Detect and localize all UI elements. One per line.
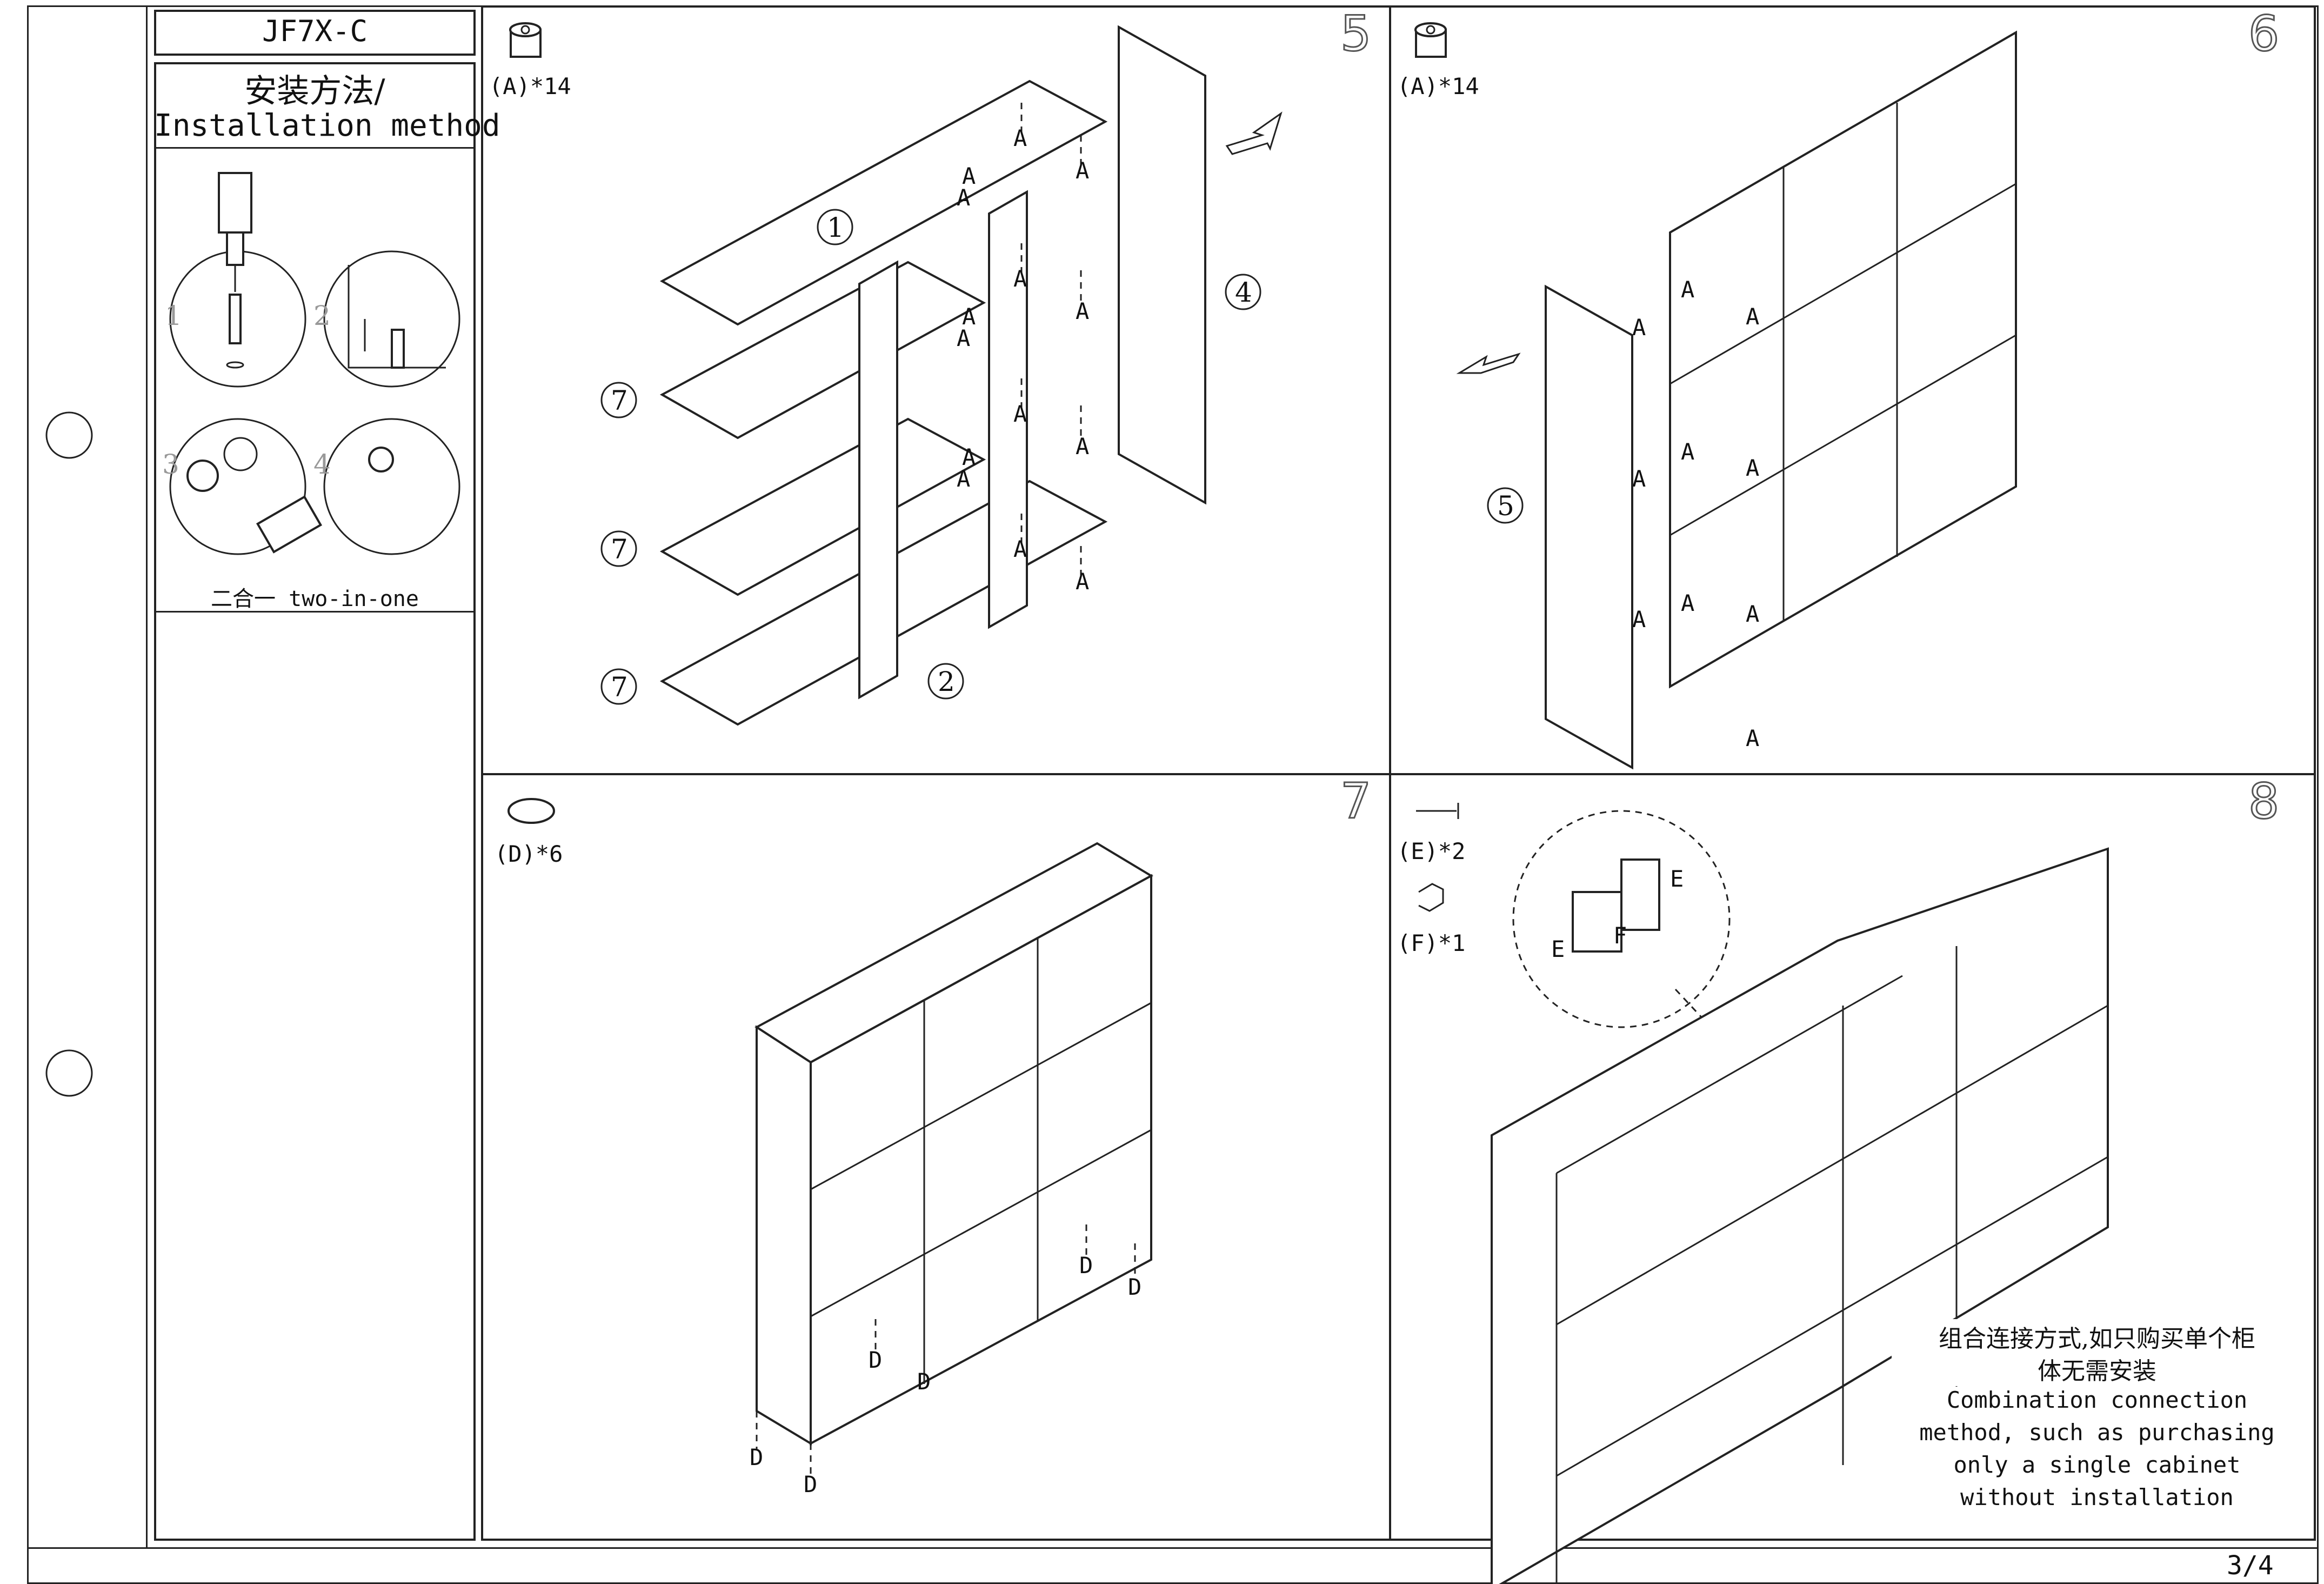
method-title-cn: 安装方法/ [244, 72, 385, 110]
small-step-2: 2 [313, 300, 331, 331]
svg-text:F: F [1613, 922, 1627, 949]
page-number: 3/4 [2227, 1550, 2274, 1581]
left-margin-line [146, 5, 148, 1549]
svg-text:A: A [1746, 455, 1759, 481]
note-en-2: method, such as purchasing [1892, 1419, 2302, 1446]
svg-text:A: A [1681, 276, 1694, 303]
note-en-3: only a single cabinet [1892, 1452, 2302, 1478]
svg-text:A: A [957, 184, 970, 211]
step-6-part: (A)*14 [1397, 73, 1479, 99]
note-en-1: Combination connection [1892, 1387, 2302, 1413]
step-5-part: (A)*14 [489, 73, 571, 99]
svg-text:A: A [957, 465, 970, 492]
step-8-part-e: (E)*2 [1397, 838, 1466, 864]
note-cn-1: 组合连接方式,如只购买单个柜 [1892, 1319, 2302, 1354]
svg-text:A: A [962, 303, 976, 330]
svg-text:A: A [1681, 438, 1694, 465]
small-step-4: 4 [313, 449, 331, 480]
svg-text:A: A [962, 444, 976, 470]
step-7-part: (D)*6 [495, 841, 563, 867]
method-divider [154, 147, 476, 149]
svg-text:A: A [1681, 590, 1694, 616]
grid-hline [481, 773, 2316, 775]
step-6-number: 6 [2247, 5, 2280, 63]
method-divider-2 [154, 611, 476, 613]
small-step-1: 1 [165, 300, 182, 331]
svg-text:7: 7 [611, 385, 628, 416]
svg-text:D: D [869, 1347, 882, 1373]
svg-text:7: 7 [611, 534, 628, 565]
model-box [154, 10, 476, 56]
svg-text:D: D [804, 1471, 817, 1498]
svg-text:A: A [1076, 157, 1089, 184]
step-8-diagram: E E F [1491, 810, 2109, 1584]
svg-text:A: A [1746, 303, 1759, 330]
svg-text:7: 7 [611, 671, 628, 703]
svg-text:2: 2 [938, 666, 955, 697]
svg-text:A: A [1076, 568, 1089, 595]
screw-icon [1416, 803, 1459, 819]
step-8-number: 8 [2247, 773, 2280, 831]
svg-text:A: A [1013, 265, 1027, 292]
svg-text:1: 1 [827, 212, 844, 243]
note-cn-2: 体无需安装 [1892, 1352, 2302, 1386]
cam-lock-icon [509, 22, 542, 58]
step-7-number: 7 [1339, 773, 1372, 831]
two-in-one-label: 二合一 two-in-one [211, 587, 419, 611]
cam-lock-icon-2 [1414, 22, 1447, 58]
svg-text:A: A [1013, 401, 1027, 427]
svg-text:A: A [962, 163, 976, 189]
svg-text:E: E [1670, 866, 1684, 892]
svg-text:A: A [1632, 314, 1646, 341]
svg-text:A: A [1013, 536, 1027, 562]
step-8-part-f: (F)*1 [1397, 930, 1466, 956]
small-step-3: 3 [162, 449, 179, 480]
binder-holes [45, 411, 93, 1097]
two-in-one-illustration [169, 172, 460, 555]
svg-text:A: A [1076, 298, 1089, 324]
svg-text:A: A [1746, 601, 1759, 627]
method-box [154, 62, 476, 1541]
step-5-number: 5 [1339, 5, 1372, 63]
svg-text:A: A [1076, 433, 1089, 460]
model-code: JF7X-C [262, 14, 368, 48]
method-title-en: Installation method [154, 108, 500, 143]
svg-text:5: 5 [1497, 490, 1514, 522]
svg-text:A: A [1746, 725, 1759, 751]
svg-text:4: 4 [1235, 277, 1252, 308]
svg-text:A: A [1632, 606, 1646, 633]
footer-line [27, 1547, 2319, 1549]
step-7-diagram: D D D D D D [750, 842, 1154, 1498]
svg-text:A: A [957, 325, 970, 351]
svg-text:D: D [917, 1368, 931, 1395]
cap-icon [507, 798, 555, 824]
svg-text:D: D [750, 1444, 763, 1470]
bracket-icon [1418, 883, 1444, 912]
step-5-diagram: AA AA AA AA AA AA AA 1 2 4 7 7 7 [600, 25, 1283, 726]
note-en-4: without installation [1892, 1484, 2302, 1510]
svg-text:A: A [1013, 125, 1027, 151]
svg-text:D: D [1128, 1274, 1141, 1300]
step-6-diagram: 5 A A A A A A A A A A [1456, 30, 2017, 770]
svg-text:A: A [1632, 465, 1646, 492]
svg-text:D: D [1079, 1252, 1093, 1279]
svg-text:E: E [1551, 936, 1565, 962]
